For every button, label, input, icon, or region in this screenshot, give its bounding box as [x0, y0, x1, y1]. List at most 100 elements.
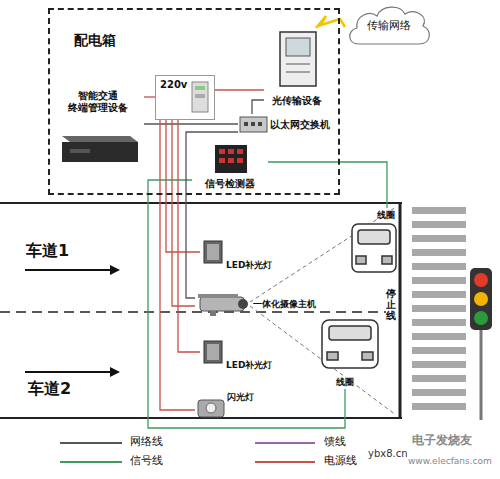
- ethernet-switch: 以太网交换机: [238, 114, 336, 136]
- lane-label: 车道1: [26, 242, 69, 260]
- zebra-crossing: [412, 263, 466, 270]
- wire: [172, 120, 195, 306]
- flash-lamp: 闪光灯: [195, 392, 275, 422]
- zebra-crossing: [412, 235, 466, 242]
- lane-label: 车道2: [28, 380, 71, 398]
- optical-device-icon: [286, 38, 310, 56]
- led-light-icon: [204, 341, 222, 363]
- switch-icon: [240, 117, 267, 132]
- road-lines: [0, 202, 402, 204]
- optical-device-icon: [286, 72, 310, 73]
- terminal-device: 智能交通 终端管理设备: [52, 88, 144, 170]
- camera-icon: [200, 297, 244, 311]
- node-label: 以太网交换机: [270, 119, 330, 131]
- camera-icon: [198, 294, 238, 298]
- zebra-crossing: [412, 347, 466, 354]
- wire: [178, 120, 200, 352]
- car: [358, 230, 390, 244]
- zebra-crossing: [412, 389, 466, 396]
- car: [382, 256, 392, 264]
- wire: [316, 16, 345, 28]
- led-light: LED补光灯: [200, 238, 280, 270]
- node-label: LED补光灯: [226, 260, 272, 270]
- flash-lamp-icon: [206, 403, 216, 413]
- terminal-device-icon: [62, 136, 138, 142]
- switch-icon: [251, 122, 255, 126]
- traffic-light: [474, 311, 488, 325]
- power-box-detail: [195, 86, 205, 90]
- road-lines: [0, 311, 398, 313]
- zebra-crossing: [412, 305, 466, 312]
- switch-icon: [240, 117, 267, 132]
- road-lines: [0, 203, 402, 418]
- signal-detector-icon: [228, 158, 234, 163]
- wire: [166, 120, 200, 252]
- camera-icon: [238, 299, 248, 309]
- optical-device: 光传输设备: [264, 28, 330, 108]
- flash-lamp-icon: [198, 400, 224, 417]
- zebra-crossing: [412, 249, 466, 256]
- terminal-device-icon: [70, 149, 90, 153]
- camera-unit: 一体化摄像主机: [195, 292, 330, 316]
- signal-detector-icon: [237, 158, 243, 163]
- legend-text: 电源线: [324, 455, 357, 468]
- led-light-icon: [207, 344, 219, 360]
- legend-line-sample: [255, 461, 315, 463]
- optical-device-icon: [280, 32, 316, 86]
- camera-view-cone: [250, 207, 396, 302]
- node-label: 线圈: [336, 377, 354, 387]
- legend-text: 信号线: [130, 455, 163, 468]
- led-light-icon: [207, 244, 219, 260]
- lane-arrow: [25, 265, 120, 377]
- watermark: 电子发烧友: [412, 434, 472, 448]
- power-box-detail: [192, 82, 208, 112]
- legend-line-sample: [60, 442, 122, 444]
- signal-detector-icon: [219, 158, 225, 163]
- wire: [160, 120, 195, 410]
- zebra-crossing: [412, 207, 466, 214]
- node-label: LED补光灯: [226, 360, 272, 370]
- power-box-detail: [192, 82, 208, 112]
- zebra-crossing: [412, 361, 466, 368]
- signal-detector: 信号检测器: [192, 142, 268, 190]
- car: [356, 256, 366, 264]
- signal-detector-icon: [237, 149, 243, 154]
- zebra-crossing: [412, 319, 466, 326]
- terminal-device-icon: [62, 142, 138, 162]
- node-label: 智能交通 终端管理设备: [54, 90, 142, 113]
- traffic-light: [474, 292, 488, 306]
- led-light-icon: [204, 241, 222, 263]
- car: [322, 320, 378, 368]
- lane-arrow: [25, 269, 110, 271]
- car: [362, 352, 373, 360]
- signal-detector-icon: [228, 149, 234, 154]
- node-label: 光传输设备: [272, 95, 322, 107]
- switch-icon: [258, 122, 262, 126]
- road-lines: [399, 203, 402, 418]
- legend-line-sample: [255, 442, 315, 444]
- zebra-crossing: [412, 291, 466, 298]
- lane-arrow: [110, 367, 120, 377]
- traffic-light: [470, 268, 492, 420]
- camera-view-cone: [250, 207, 396, 415]
- node-label: 线圈: [377, 210, 395, 220]
- car: [352, 224, 396, 272]
- watermark: www.elecfans.com: [408, 456, 492, 466]
- flash-lamp-icon: [198, 400, 224, 417]
- stop-line-label: 停止线: [386, 288, 396, 321]
- lane-arrow: [110, 265, 120, 275]
- watermark: ybx8.cn: [368, 448, 408, 460]
- traffic-light: [480, 330, 483, 420]
- legend-line-sample: [60, 443, 315, 462]
- node-label: 配电箱: [74, 32, 116, 48]
- node-label: 信号检测器: [205, 178, 255, 190]
- wire: [252, 100, 264, 114]
- camera-icon: [210, 311, 216, 316]
- car: [327, 352, 338, 360]
- traffic-light: [474, 273, 488, 287]
- legend-text: 馈线: [324, 436, 346, 449]
- wire: [268, 162, 387, 208]
- zebra-crossing: [412, 333, 466, 340]
